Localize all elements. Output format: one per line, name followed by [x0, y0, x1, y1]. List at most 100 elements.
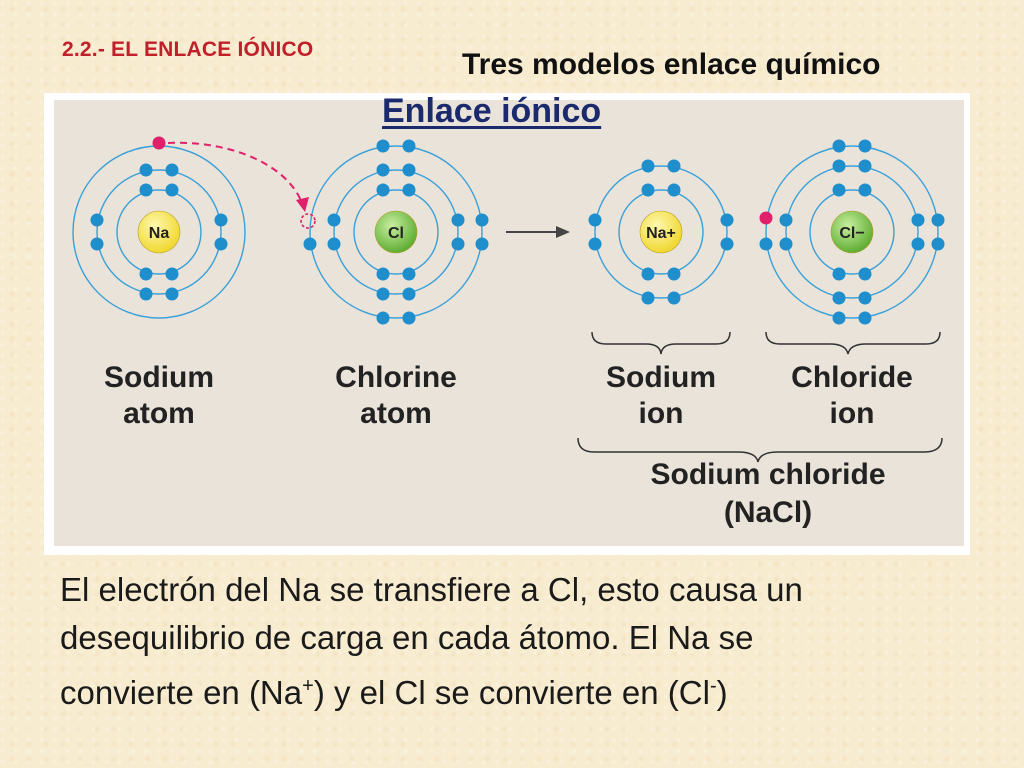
electron-shell [96, 169, 222, 295]
nucleus-label: Cl− [839, 225, 864, 242]
electron-transfer-arrowhead [296, 197, 309, 212]
electron [911, 237, 925, 251]
electron [667, 183, 681, 197]
nucleus-label: Na+ [646, 225, 676, 242]
electron-shell [765, 145, 939, 319]
caption-line-2: desequilibrio de carga en cada átomo. El… [60, 619, 754, 656]
electron [376, 287, 390, 301]
electron [779, 213, 793, 227]
electron [667, 267, 681, 281]
electron [376, 267, 390, 281]
electron-shell [785, 165, 919, 299]
electron [832, 291, 846, 305]
electron [858, 159, 872, 173]
electron [720, 213, 734, 227]
electron [376, 183, 390, 197]
electron [90, 237, 104, 251]
electron [759, 237, 773, 251]
label-compound-line1: Sodium chloride [650, 458, 885, 491]
electron [214, 237, 228, 251]
caption-line-1: El electrón del Na se transfiere a Cl, e… [60, 571, 803, 608]
nucleus [374, 210, 418, 254]
section-label: 2.2.- EL ENLACE IÓNICO [62, 38, 314, 61]
electron [759, 211, 773, 225]
electron [451, 237, 465, 251]
electron [588, 237, 602, 251]
electron [327, 237, 341, 251]
minus-superscript: - [709, 675, 717, 697]
electron-transfer-path [167, 141, 304, 207]
caption-line-3-part-a: convierte en (Na [60, 674, 303, 711]
electron [139, 287, 153, 301]
electron [641, 183, 655, 197]
electron [402, 287, 416, 301]
electron-shell [333, 169, 459, 295]
nucleus [137, 210, 181, 254]
electron [152, 136, 166, 150]
electron [832, 159, 846, 173]
sodium-ion-brace [591, 331, 731, 355]
electron-vacancy-marker [300, 213, 316, 229]
arrows-layer [167, 141, 943, 463]
chloride-ion-brace [765, 331, 941, 355]
electron [376, 163, 390, 177]
label-sodium-ion-line1: Sodium [606, 361, 716, 394]
electron [139, 267, 153, 281]
electron [779, 237, 793, 251]
electron [376, 311, 390, 325]
reaction-arrowhead [556, 226, 570, 238]
caption-line-3-part-b: ) y el Cl se convierte en (Cl [313, 674, 710, 711]
nucleus [639, 210, 683, 254]
label-sodium-atom-line2: atom [123, 397, 195, 430]
electron [165, 183, 179, 197]
electron [667, 291, 681, 305]
electron [327, 213, 341, 227]
electron [832, 311, 846, 325]
electron [667, 159, 681, 173]
electron [858, 183, 872, 197]
electron [475, 213, 489, 227]
electron [858, 267, 872, 281]
figure-panel [54, 100, 964, 546]
electron-shell [353, 189, 439, 275]
sodium-ion: Na+ [588, 159, 734, 305]
electron [402, 311, 416, 325]
electron [931, 237, 945, 251]
electron [402, 163, 416, 177]
electron [858, 291, 872, 305]
electron-shell [594, 165, 728, 299]
electron [720, 237, 734, 251]
electron-shell [116, 189, 202, 275]
electron [588, 213, 602, 227]
nucleus-label: Na [149, 225, 170, 242]
electron [641, 159, 655, 173]
electron [139, 163, 153, 177]
electron [641, 267, 655, 281]
chloride-ion: Cl− [759, 139, 945, 325]
electron [165, 163, 179, 177]
chlorine-atom: Cl [303, 139, 489, 325]
sodium-atom: Na [72, 136, 246, 319]
label-sodium-atom-line1: Sodium [104, 361, 214, 394]
figure-heading: Enlace iónico [382, 92, 602, 130]
compound-brace [577, 437, 943, 463]
label-chloride-ion-line2: ion [830, 397, 875, 430]
nucleus-label: Cl [388, 225, 404, 242]
label-chlorine-atom-line2: atom [360, 397, 432, 430]
electron [90, 213, 104, 227]
electron [641, 291, 655, 305]
slide-title: Tres modelos enlace químico [462, 48, 881, 81]
caption-line-3-part-c: ) [716, 674, 728, 711]
electron [911, 213, 925, 227]
electron [165, 287, 179, 301]
plus-superscript: + [302, 675, 314, 697]
electron [475, 237, 489, 251]
electron [402, 139, 416, 153]
label-compound-line2: (NaCl) [724, 496, 812, 529]
caption: El electrón del Na se transfiere a Cl, e… [60, 566, 980, 717]
label-sodium-ion-line2: ion [639, 397, 684, 430]
electron [376, 139, 390, 153]
electron-shell [618, 189, 704, 275]
electron [858, 139, 872, 153]
electron [931, 213, 945, 227]
